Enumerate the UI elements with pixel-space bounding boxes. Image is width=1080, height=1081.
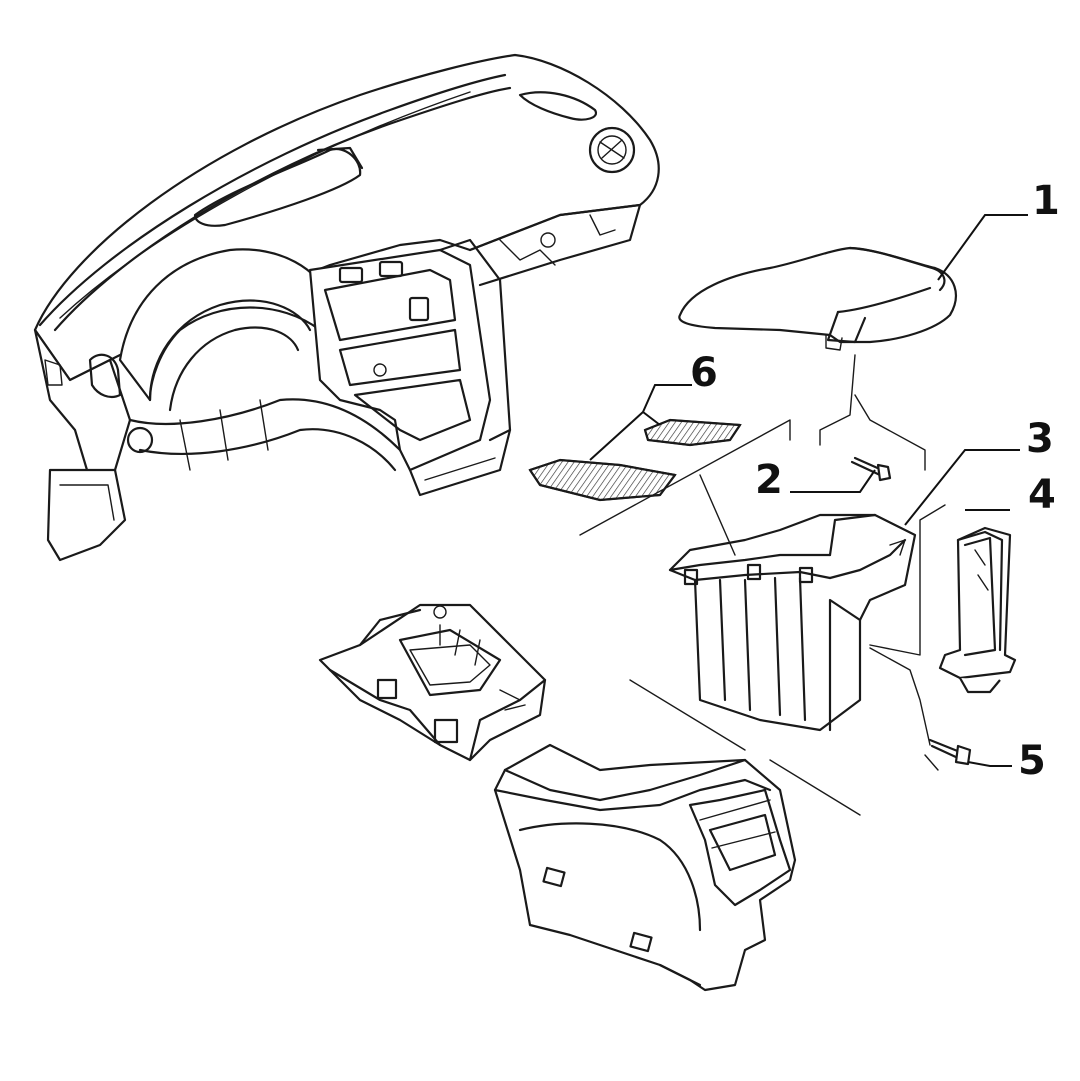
- callout-1: 1: [1032, 178, 1060, 224]
- support-frame: [318, 603, 547, 762]
- callout-3: 3: [1026, 416, 1054, 462]
- dashboard-assembly: [33, 53, 660, 562]
- bracket: [938, 526, 1017, 694]
- callout-4: 4: [1028, 472, 1056, 518]
- callout-2: 2: [755, 457, 783, 503]
- assembly-lines: [579, 354, 946, 771]
- storage-bin: [668, 513, 917, 732]
- assembly-line: [769, 759, 861, 816]
- callout-6: 6: [690, 350, 718, 396]
- callout-5: 5: [1018, 738, 1046, 784]
- bolt: [928, 738, 972, 766]
- center-console: [493, 743, 797, 992]
- screw: [850, 456, 892, 482]
- assembly-line: [629, 679, 746, 751]
- callout-leaders: [589, 214, 1028, 767]
- armrest-lid: [678, 246, 957, 351]
- mats: [528, 418, 742, 502]
